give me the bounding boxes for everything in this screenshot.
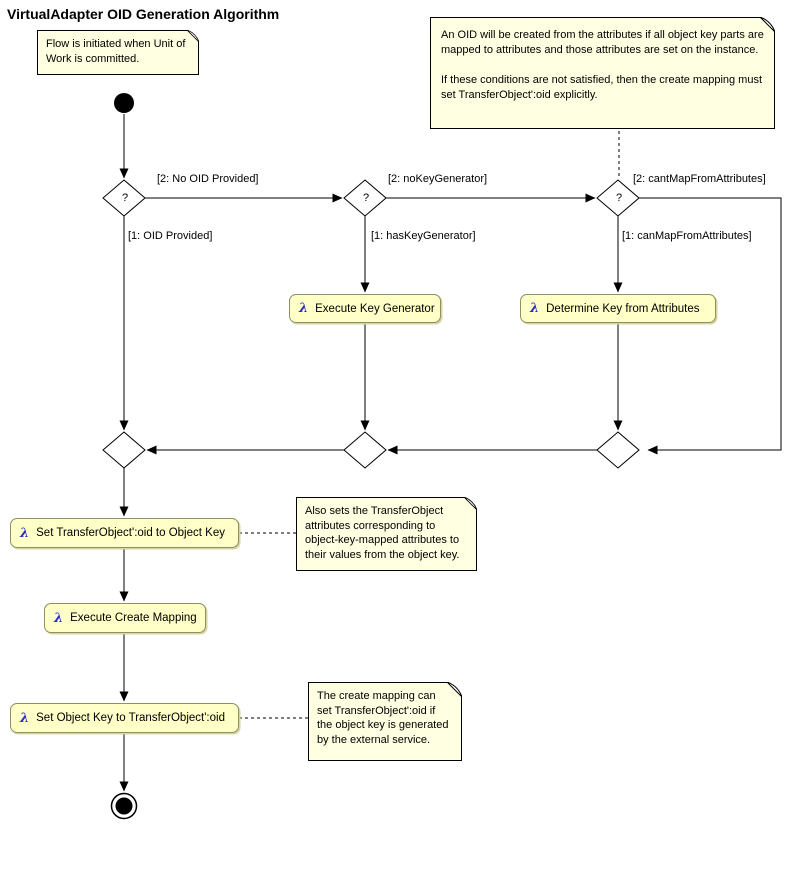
- note-fold-icon: [187, 30, 199, 42]
- control-flow-edges: [119, 114, 782, 792]
- note-create-mapping: The create mapping can set TransferObjec…: [308, 682, 462, 761]
- note-oid-creation: An OID will be created from the attribut…: [430, 17, 775, 129]
- note-anchor-edges: [239, 131, 620, 719]
- action-determine-key-from-attributes-label: Determine Key from Attributes: [546, 302, 700, 315]
- action-set-object-key-to-oid: λ Set Object Key to TransferObject':oid: [10, 703, 239, 733]
- initial-node: [114, 93, 134, 113]
- action-execute-key-generator-label: Execute Key Generator: [315, 302, 435, 315]
- decision-oid-check-glyph: ?: [121, 192, 129, 204]
- lambda-icon: λ: [20, 710, 30, 726]
- guard-can-map-from-attributes: [1: canMapFromAttributes]: [622, 230, 752, 242]
- decision-map-attributes-check-glyph: ?: [615, 192, 623, 204]
- diagram-title: VirtualAdapter OID Generation Algorithm: [7, 6, 280, 22]
- note-also-sets: Also sets the TransferObject attributes …: [296, 497, 477, 571]
- merge-left-diamond: [102, 431, 146, 469]
- action-determine-key-from-attributes: λ Determine Key from Attributes: [520, 294, 716, 323]
- lambda-icon: λ: [20, 525, 30, 541]
- note-fold-icon: [464, 497, 477, 510]
- note-create-mapping-text: The create mapping can set TransferObjec…: [317, 690, 449, 746]
- action-execute-create-mapping: λ Execute Create Mapping: [44, 603, 206, 633]
- action-set-object-key-to-oid-label: Set Object Key to TransferObject':oid: [36, 712, 225, 724]
- action-execute-key-generator: λ Execute Key Generator: [289, 294, 441, 323]
- guard-no-oid-provided: [2: No OID Provided]: [157, 173, 259, 185]
- note-oid-creation-paragraph-2: If these conditions are not satisfied, t…: [441, 74, 763, 101]
- merge-middle-diamond: [343, 431, 387, 469]
- note-also-sets-text: Also sets the TransferObject attributes …: [305, 505, 460, 561]
- decision-key-generator-check-diamond: [343, 179, 387, 217]
- lambda-icon: λ: [54, 610, 64, 626]
- lambda-icon: λ: [530, 301, 540, 316]
- guard-has-key-generator: [1: hasKeyGenerator]: [371, 230, 476, 242]
- guard-no-key-generator: [2: noKeyGenerator]: [388, 173, 488, 185]
- note-flow-initiated-text: Flow is initiated when Unit of Work is c…: [46, 38, 186, 65]
- merge-right-diamond: [596, 431, 640, 469]
- action-execute-create-mapping-label: Execute Create Mapping: [70, 612, 197, 624]
- final-node: [115, 797, 133, 815]
- note-oid-creation-paragraph-1: An OID will be created from the attribut…: [441, 29, 764, 56]
- note-fold-icon: [760, 17, 775, 32]
- action-set-oid-to-object-key: λ Set TransferObject':oid to Object Key: [10, 518, 239, 548]
- note-flow-initiated: Flow is initiated when Unit of Work is c…: [37, 30, 199, 75]
- note-fold-icon: [447, 682, 462, 697]
- guard-cant-map-from-attributes: [2: cantMapFromAttributes]: [633, 173, 766, 185]
- guard-oid-provided: [1: OID Provided]: [128, 230, 213, 242]
- decision-oid-check-diamond: [102, 179, 146, 217]
- decision-map-attributes-check-diamond: [596, 179, 640, 217]
- edge-cant-map-to-merge-right: [639, 197, 782, 455]
- lambda-icon: λ: [299, 301, 309, 316]
- action-set-oid-to-object-key-label: Set TransferObject':oid to Object Key: [36, 527, 225, 539]
- decision-key-generator-check-glyph: ?: [362, 192, 370, 204]
